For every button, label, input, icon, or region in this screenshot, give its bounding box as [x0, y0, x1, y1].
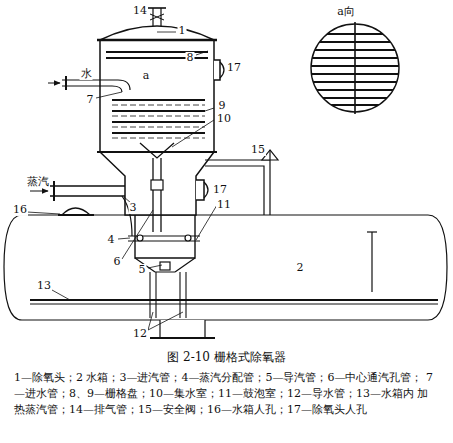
callout-number: a向: [336, 6, 356, 18]
callout-number: 水: [80, 68, 93, 80]
callout-number: 13: [36, 280, 52, 292]
callout-number: 15: [250, 144, 266, 156]
water-tank: [4, 215, 447, 320]
callout-number: 1: [178, 25, 187, 37]
callout-number: 4: [107, 234, 116, 246]
callout-number: 3: [129, 202, 138, 214]
parts-key: 1—除氧头；2 水箱；3—进汽管；4—蒸汽分配管；5—导汽管；6—中心通汽孔管；…: [14, 370, 439, 418]
callout-number: 6: [113, 256, 122, 268]
callout-number: 11: [216, 199, 232, 211]
callout-number: 17: [212, 184, 228, 196]
callout-number: 2: [296, 262, 305, 274]
callout-number: 9: [218, 100, 227, 112]
callout-number: 14: [132, 5, 148, 17]
callout-number: 12: [132, 328, 148, 340]
callout-number: 5: [138, 264, 147, 276]
callout-number: 10: [216, 113, 232, 125]
callout-number: 蒸汽: [26, 176, 50, 188]
callout-number: 7: [86, 94, 95, 106]
callout-number: a: [142, 70, 151, 82]
callout-number: 8: [186, 52, 195, 64]
callout-number: 17: [226, 62, 242, 74]
callout-number: 16: [12, 204, 28, 216]
figure-caption: 图 2-10 栅格式除氧器: [0, 349, 453, 366]
